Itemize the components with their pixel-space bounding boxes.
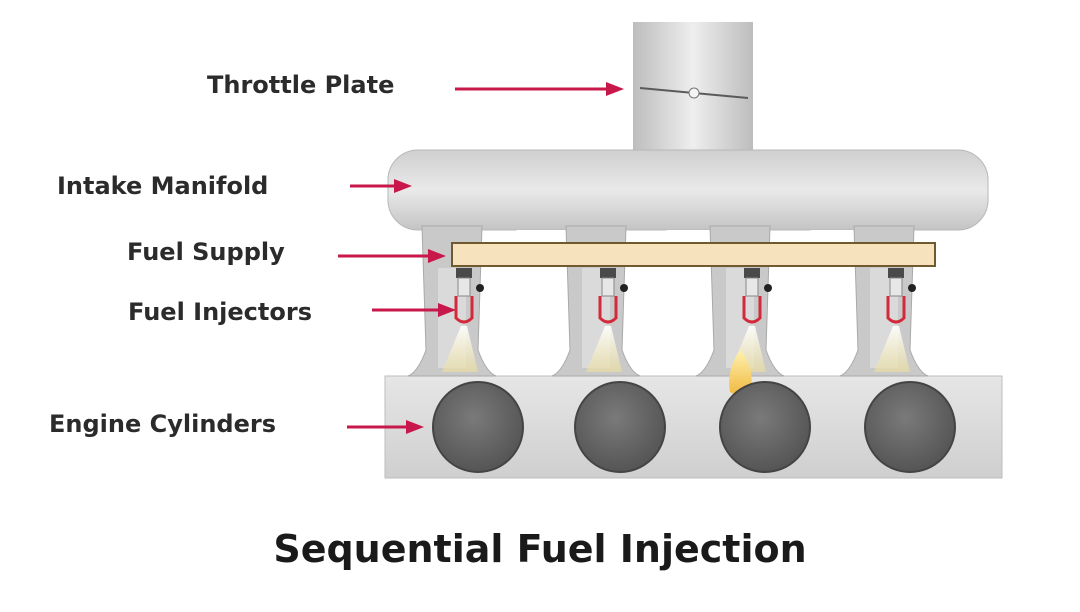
injector-body <box>886 296 906 324</box>
injector-body <box>454 296 474 324</box>
throttle-pivot <box>688 87 700 99</box>
arrow-head <box>606 82 624 96</box>
injector-connector <box>908 284 916 292</box>
arrow-head <box>394 179 412 193</box>
arrow-intake-manifold <box>350 179 412 193</box>
fuel-supply-rail <box>451 242 936 267</box>
engine-cylinder <box>432 381 524 473</box>
label-fuel-injectors: Fuel Injectors <box>128 298 312 326</box>
label-intake-manifold: Intake Manifold <box>57 172 269 200</box>
arrow-throttle-plate <box>455 82 624 96</box>
injector-neck <box>889 277 903 297</box>
injector-cap <box>744 268 760 278</box>
engine-cylinder <box>864 381 956 473</box>
injector-connector <box>764 284 772 292</box>
injector-neck <box>457 277 471 297</box>
arrow-fuel-supply <box>338 249 446 263</box>
arrow-head <box>438 303 456 317</box>
engine-cylinder <box>719 381 811 473</box>
fuel-spray <box>442 326 478 372</box>
injector-cap <box>888 268 904 278</box>
injector-body <box>742 296 762 324</box>
injector-connector <box>620 284 628 292</box>
engine-cylinder <box>574 381 666 473</box>
arrow-head <box>406 420 424 434</box>
manifold-plenum <box>387 149 989 231</box>
arrow-engine-cylinders <box>347 420 424 434</box>
injector-cap <box>456 268 472 278</box>
fuel-spray <box>874 326 910 372</box>
injector-neck <box>601 277 615 297</box>
label-fuel-supply: Fuel Supply <box>127 238 285 266</box>
injector-connector <box>476 284 484 292</box>
injector-neck <box>745 277 759 297</box>
label-throttle-plate: Throttle Plate <box>207 71 395 99</box>
injector-cap <box>600 268 616 278</box>
fuel-spray <box>586 326 622 372</box>
ignition-flame <box>729 350 752 395</box>
label-engine-cylinders: Engine Cylinders <box>49 410 276 438</box>
manifold-opening <box>512 230 582 244</box>
arrow-fuel-injectors <box>372 303 456 317</box>
injector-body <box>598 296 618 324</box>
diagram-caption: Sequential Fuel Injection <box>273 527 807 571</box>
arrow-head <box>428 249 446 263</box>
